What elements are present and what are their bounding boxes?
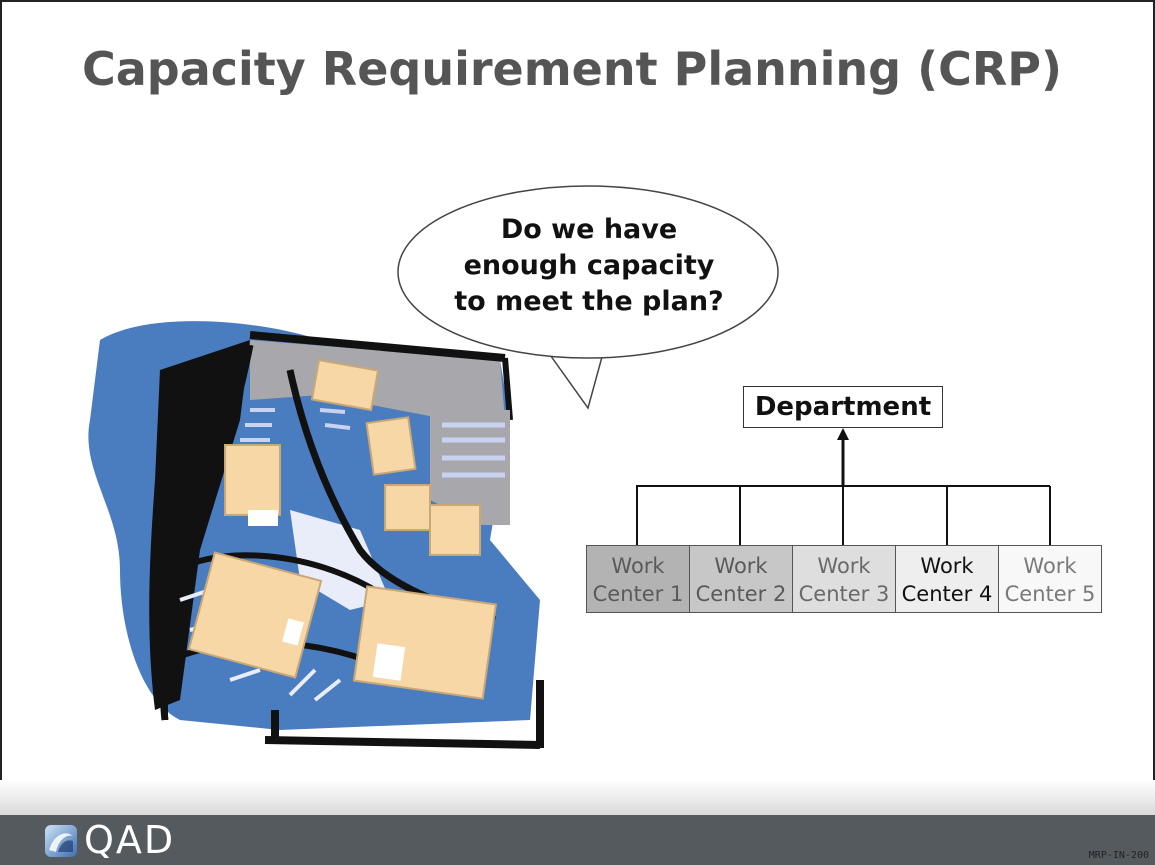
work-center-3-line2: Center 3 bbox=[798, 582, 890, 606]
question-line-3: to meet the plan? bbox=[454, 286, 724, 317]
work-center-3-box: Work Center 3 bbox=[792, 545, 896, 613]
qad-logo-text: QAD bbox=[84, 818, 176, 862]
work-center-2-box: Work Center 2 bbox=[689, 545, 793, 613]
department-box: Department bbox=[743, 386, 943, 428]
work-center-5-line2: Center 5 bbox=[1004, 582, 1096, 606]
speech-bubble-text: Do we have enough capacity to meet the p… bbox=[404, 212, 774, 320]
work-center-2-line2: Center 2 bbox=[695, 582, 787, 606]
document-id: MRP-IN-200 bbox=[1088, 850, 1149, 861]
work-center-1-box: Work Center 1 bbox=[586, 545, 690, 613]
footer-bar bbox=[0, 815, 1155, 865]
work-center-5-line1: Work bbox=[1023, 554, 1077, 578]
work-center-5-box: Work Center 5 bbox=[998, 545, 1102, 613]
work-center-4-line1: Work bbox=[920, 554, 974, 578]
work-center-1-line2: Center 1 bbox=[592, 582, 684, 606]
question-line-1: Do we have bbox=[500, 214, 678, 245]
conveyor-boxes-clipart bbox=[88, 321, 544, 749]
work-center-2-line1: Work bbox=[714, 554, 768, 578]
work-center-4-line2: Center 4 bbox=[901, 582, 993, 606]
slide-title: Capacity Requirement Planning (CRP) bbox=[82, 42, 1063, 96]
slide-border-top bbox=[0, 0, 1155, 2]
question-line-2: enough capacity bbox=[463, 250, 715, 281]
footer-fade bbox=[0, 780, 1155, 816]
work-center-4-box: Work Center 4 bbox=[895, 545, 999, 613]
slide-border-left bbox=[0, 0, 2, 815]
work-center-3-line1: Work bbox=[817, 554, 871, 578]
work-center-1-line1: Work bbox=[611, 554, 665, 578]
qad-logo-icon bbox=[45, 825, 77, 857]
